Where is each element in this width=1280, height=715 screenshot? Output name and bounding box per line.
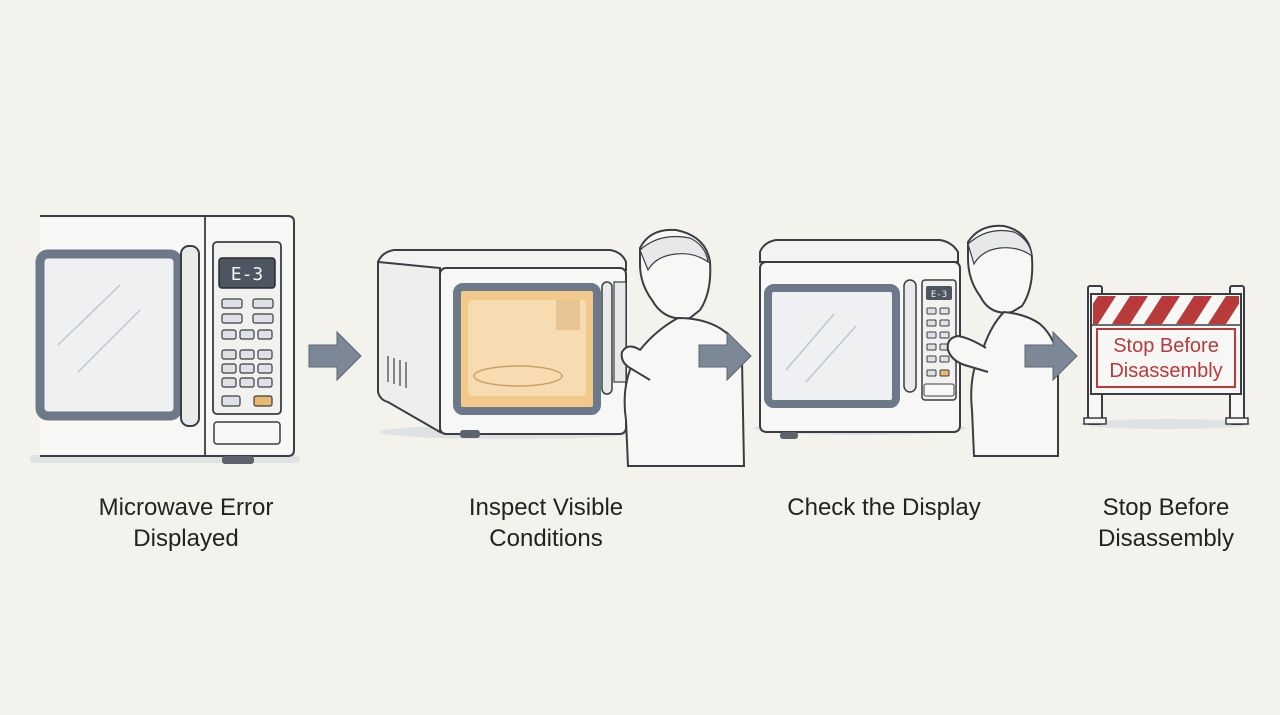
step-2-caption: Inspect Visible Conditions bbox=[468, 494, 624, 552]
arrow-right-icon bbox=[308, 330, 362, 382]
sign-text-line-2: Disassembly bbox=[1109, 360, 1222, 382]
microwave-closeup-icon: E-3 bbox=[30, 215, 300, 464]
small-error-display: E-3 bbox=[931, 290, 947, 300]
person-inspecting-microwave-icon bbox=[376, 228, 746, 467]
stop-barricade-sign-icon: Stop Before Disassembly bbox=[1080, 285, 1252, 429]
person-checking-display-icon: E-3 bbox=[754, 224, 1059, 457]
step-1-caption: Microwave Error Displayed bbox=[98, 494, 274, 552]
arrow-right-icon bbox=[1024, 330, 1078, 382]
error-code-display: E-3 bbox=[231, 264, 264, 285]
step-3-caption: Check the Display bbox=[787, 494, 981, 521]
sign-text-line-1: Stop Before bbox=[1113, 335, 1219, 357]
arrow-right-icon bbox=[698, 330, 752, 382]
step-4-caption: Stop Before Disassembly bbox=[1097, 494, 1235, 552]
